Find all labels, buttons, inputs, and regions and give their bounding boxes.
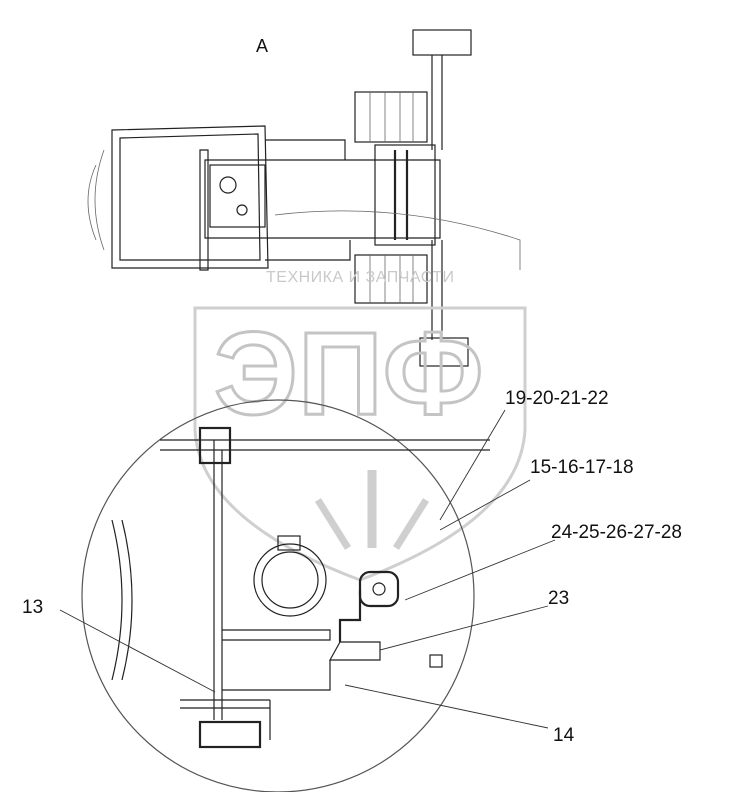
callout-24-25-26-27-28: 24-25-26-27-28: [551, 522, 682, 543]
callout-13: 13: [22, 597, 43, 618]
tractor-top-view: [87, 29, 521, 367]
callouts: 19-20-21-22 15-16-17-18 24-25-26-27-28 2…: [22, 388, 682, 746]
callout-14: 14: [553, 725, 575, 746]
watermark: ТЕХНИКА И ЗАПЧАСТИ ЭПФ: [193, 269, 527, 582]
callout-23: 23: [548, 588, 569, 609]
callout-15-16-17-18: 15-16-17-18: [530, 457, 634, 478]
view-label: А: [256, 36, 268, 56]
leader-lines: [59, 409, 556, 729]
watermark-brand: ТЕХНИКА И ЗАПЧАСТИ: [266, 269, 455, 286]
watermark-logo: ЭПФ: [214, 308, 483, 440]
callout-19-20-21-22: 19-20-21-22: [505, 388, 609, 409]
detail-view: [81, 399, 490, 792]
